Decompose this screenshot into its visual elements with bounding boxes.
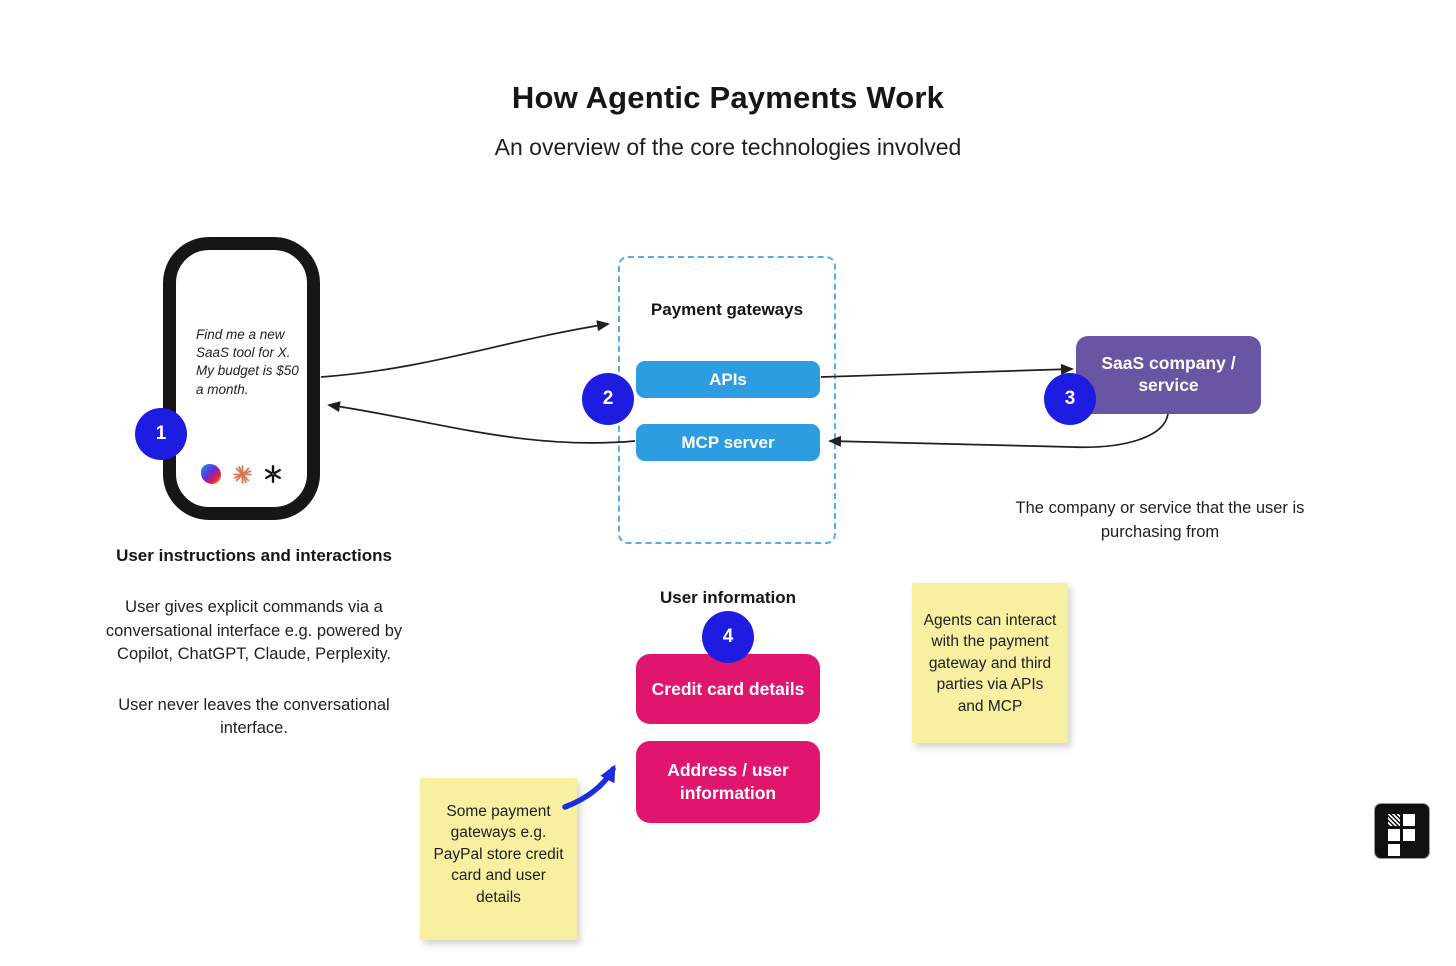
user-instructions-heading: User instructions and interactions bbox=[116, 546, 392, 565]
logo-square bbox=[1388, 829, 1400, 841]
arrow-phone-to-gateways bbox=[320, 320, 610, 378]
user-instructions-block: User instructions and interactions User … bbox=[92, 546, 416, 741]
step-badge-2: 2 bbox=[582, 373, 634, 425]
diagram-header: How Agentic Payments Work An overview of… bbox=[0, 80, 1456, 161]
sticky-note-agents: Agents can interact with the payment gat… bbox=[912, 583, 1068, 743]
address-node: Address / user information bbox=[636, 741, 820, 823]
user-instructions-paragraph-2: User never leaves the conversational int… bbox=[118, 695, 390, 738]
logo-square-hatched bbox=[1388, 814, 1400, 826]
apis-node: APIs bbox=[636, 361, 820, 398]
user-information-title: User information bbox=[659, 588, 797, 607]
step-badge-4: 4 bbox=[702, 611, 754, 663]
copilot-icon bbox=[200, 463, 222, 485]
sticky-note-gateways: Some payment gateways e.g. PayPal store … bbox=[420, 778, 577, 940]
user-instructions-paragraph-1: User gives explicit commands via a conve… bbox=[105, 598, 403, 664]
phone-chat-message: Find me a new SaaS tool for X. My budget… bbox=[196, 327, 299, 397]
arrow-saas-to-mcp bbox=[828, 413, 1169, 449]
claude-icon bbox=[231, 463, 253, 485]
credit-card-node: Credit card details bbox=[636, 654, 820, 724]
step-badge-1: 1 bbox=[135, 408, 187, 460]
saas-company-node: SaaS company / service bbox=[1076, 336, 1261, 414]
saas-caption: The company or service that the user is … bbox=[1015, 499, 1305, 541]
openai-icon bbox=[262, 463, 284, 485]
assistant-icons-row bbox=[200, 463, 284, 485]
phone-frame: Find me a new SaaS tool for X. My budget… bbox=[163, 237, 320, 520]
logo-square bbox=[1403, 814, 1415, 826]
page-subtitle: An overview of the core technologies inv… bbox=[494, 134, 962, 160]
brand-grid-logo bbox=[1374, 803, 1430, 859]
mcp-server-node: MCP server bbox=[636, 424, 820, 461]
payment-gateways-title: Payment gateways bbox=[650, 300, 804, 319]
logo-square bbox=[1388, 844, 1400, 856]
page-title: How Agentic Payments Work bbox=[511, 80, 945, 115]
logo-square bbox=[1403, 829, 1415, 841]
step-badge-3: 3 bbox=[1044, 373, 1096, 425]
payment-gateways-group: Payment gateways APIs MCP server bbox=[618, 256, 836, 544]
arrow-apis-to-saas bbox=[820, 363, 1074, 378]
